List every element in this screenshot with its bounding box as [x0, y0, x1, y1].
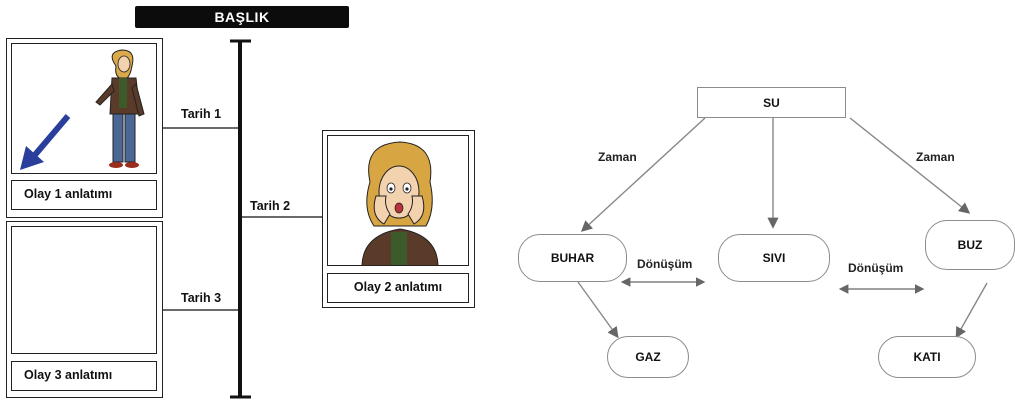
edge-buz-kati — [955, 282, 988, 339]
event-1-caption: Olay 1 anlatımı — [11, 180, 157, 210]
node-su: SU — [697, 87, 846, 118]
event-2-illustration — [361, 141, 439, 265]
event-1-image — [11, 43, 157, 174]
node-gaz: GAZ — [607, 336, 689, 378]
edge-su-buz — [849, 117, 971, 214]
event-2-image — [327, 135, 469, 266]
edge-buhar-gaz — [577, 281, 619, 339]
standing-person-figure — [95, 49, 145, 168]
worried-person-figure — [361, 141, 439, 265]
edge-label-left-time: Zaman — [598, 150, 637, 164]
edge-label-right-transform: Dönüşüm — [848, 261, 904, 275]
node-buhar: BUHAR — [518, 234, 627, 282]
event-1-panel: Olay 1 anlatımı — [6, 38, 163, 218]
event-2-date: Tarih 2 — [250, 199, 291, 213]
timeline-title: BAŞLIK — [135, 6, 349, 28]
edge-label-left-transform: Dönüşüm — [637, 257, 693, 271]
node-kati: KATI — [878, 336, 976, 378]
event-3-caption: Olay 3 anlatımı — [11, 361, 157, 391]
node-sivi: SIVI — [718, 234, 830, 282]
event-3-date: Tarih 3 — [181, 291, 222, 305]
edge-label-right-time: Zaman — [916, 150, 955, 164]
edge-su-buhar — [580, 117, 706, 232]
event-2-caption: Olay 2 anlatımı — [327, 273, 469, 303]
event-3-image — [11, 226, 157, 354]
event-3-panel: Olay 3 anlatımı — [6, 221, 163, 398]
event-1-illustration — [20, 49, 145, 170]
event-2-panel: Olay 2 anlatımı — [322, 130, 475, 308]
blue-arrow-icon — [20, 114, 71, 170]
event-1-date: Tarih 1 — [181, 107, 222, 121]
node-buz: BUZ — [925, 220, 1015, 270]
